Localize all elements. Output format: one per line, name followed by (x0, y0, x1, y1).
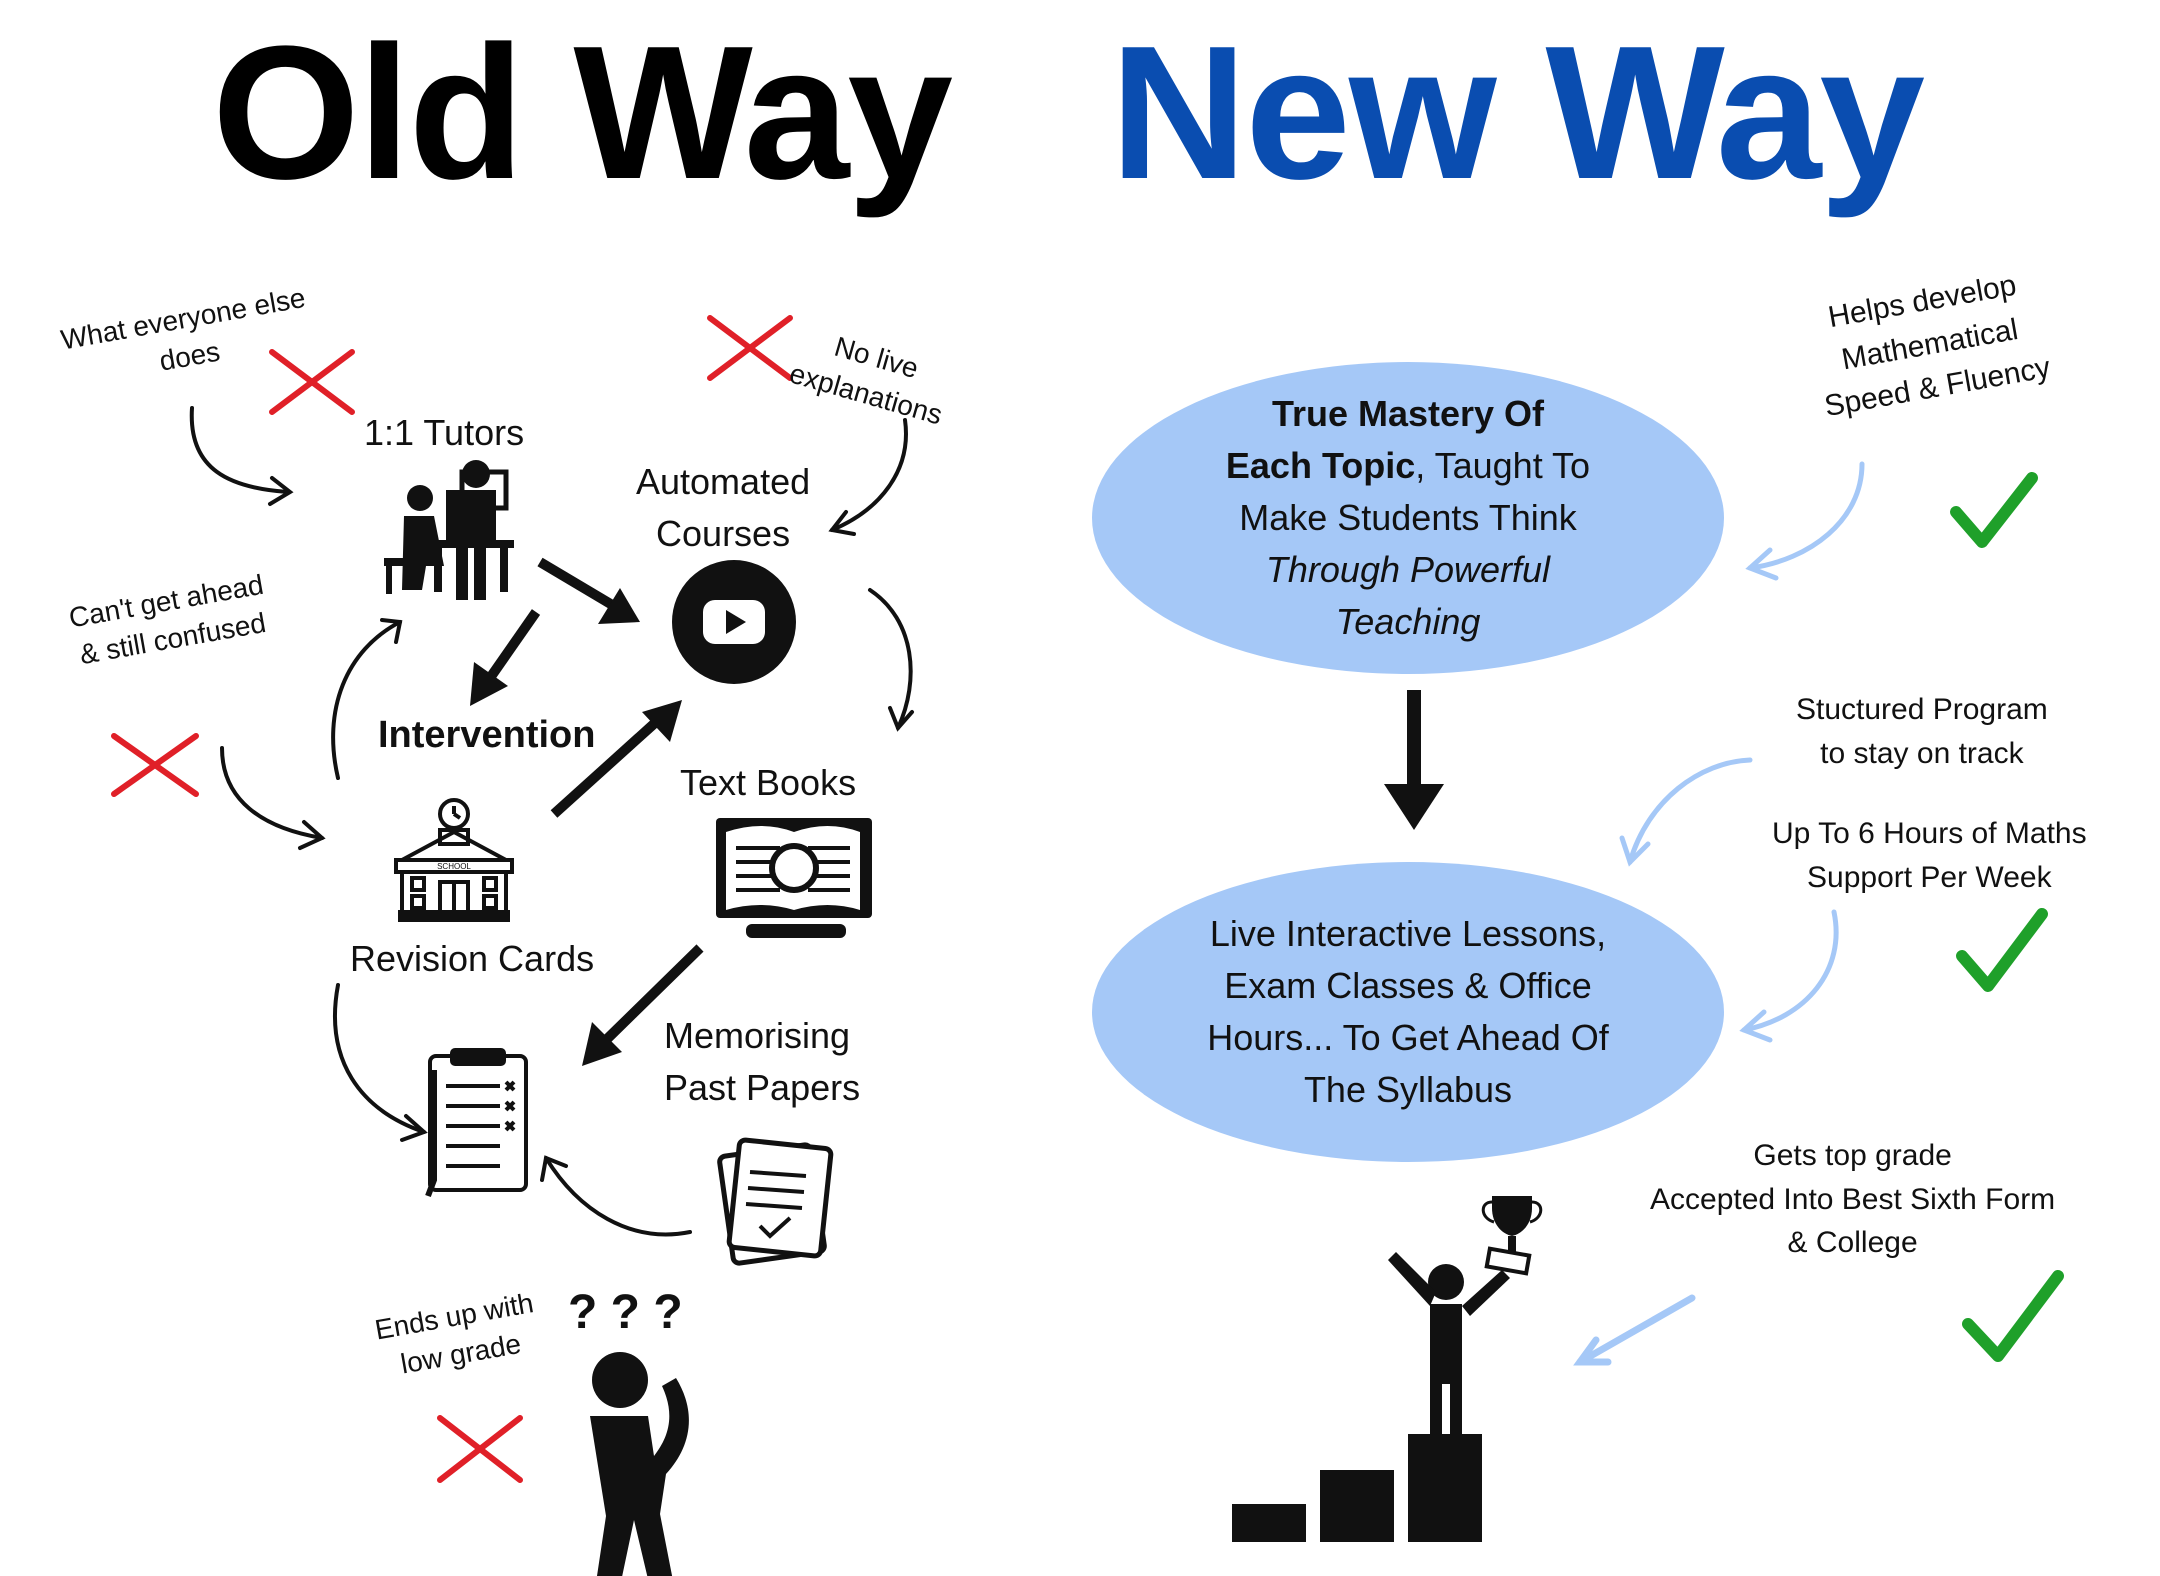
curved-arrow (331, 618, 403, 780)
ellipse-line: The Syllabus (1303, 1069, 1513, 1111)
mastery-ellipse: True Mastery Of Each Topic, Taught To Ma… (1092, 362, 1724, 674)
label-intervention: Intervention (378, 714, 596, 756)
ellipse-line: Through Powerful (1265, 549, 1551, 591)
winner-podium-icon (1232, 1252, 1510, 1542)
svg-text:? ? ?: ? ? ? (568, 1286, 683, 1339)
note-line: Stuctured Program (1796, 693, 2048, 726)
light-blue-arrow (1619, 757, 1753, 867)
curved-arrow (189, 406, 294, 506)
label-line: Courses (656, 513, 791, 555)
ellipse-line: Hours... To Get Ahead Of (1207, 1017, 1609, 1058)
label-line: Memorising (664, 1015, 851, 1056)
tutoring-icon (384, 460, 514, 600)
down-arrow (1384, 690, 1444, 830)
label-revision-cards: Revision Cards (350, 938, 595, 979)
light-blue-arrow (1745, 461, 1865, 581)
curved-arrow (333, 983, 428, 1142)
ellipse-line: Teaching (1335, 601, 1481, 643)
straight-arrow (550, 700, 682, 818)
curved-arrow (220, 746, 326, 850)
ellipse-line: Live Interactive Lessons, (1209, 912, 1607, 954)
live-lessons-ellipse: Live Interactive Lessons, Exam Classes &… (1092, 862, 1724, 1162)
note-line: & College (1787, 1226, 1918, 1259)
open-book-icon (716, 818, 872, 938)
check-icon (1950, 472, 2038, 548)
straight-arrow (470, 609, 541, 706)
cross-icon (707, 315, 793, 381)
cross-icon (437, 1415, 523, 1483)
label-text-books: Text Books (680, 762, 857, 803)
old-way-title: Old Way (212, 7, 953, 219)
cross-icon (269, 349, 355, 415)
ellipse-line: Make Students Think (1239, 496, 1577, 538)
curved-arrow (828, 418, 908, 536)
ellipse-line: Exam Classes & Office (1224, 964, 1592, 1006)
checklist-clipboard-icon (425, 1048, 528, 1198)
label-memorising-past-papers: Memorising Past Papers (664, 1010, 860, 1114)
ellipse-line: Each Topic, Taught To (1225, 444, 1591, 486)
curved-arrow (868, 588, 914, 732)
light-blue-arrow (1739, 909, 1839, 1043)
label-tutors: 1:1 Tutors (364, 412, 525, 453)
svg-text:SCHOOL: SCHOOL (437, 862, 471, 871)
note-line: Support Per Week (1807, 860, 2052, 894)
cross-icon (111, 733, 199, 797)
note-structured-program: Stuctured Program to stay on track (1796, 688, 2048, 775)
note-line: Gets top grade (1753, 1139, 1952, 1172)
check-icon (1956, 908, 2048, 992)
video-play-icon (672, 560, 796, 684)
straight-arrow (582, 944, 704, 1066)
note-line: Accepted Into Best Sixth Form (1650, 1182, 2056, 1216)
confused-person-icon: ? ? ? (568, 1286, 689, 1576)
label-line: Past Papers (664, 1067, 861, 1109)
check-icon (1962, 1270, 2064, 1362)
label-line: Automated (636, 461, 811, 502)
note-line: Up To 6 Hours of Maths (1772, 817, 2087, 850)
past-papers-icon (717, 1137, 834, 1266)
light-blue-arrow (1573, 1294, 1696, 1366)
new-way-title: New Way (1110, 7, 1925, 219)
note-top-grade: Gets top grade Accepted Into Best Sixth … (1650, 1134, 2055, 1265)
straight-arrow (537, 557, 640, 624)
ellipse-line: True Mastery Of (1271, 392, 1545, 434)
school-building-icon: SCHOOL (394, 798, 514, 922)
note-line: to stay on track (1820, 736, 2024, 770)
note-six-hours: Up To 6 Hours of Maths Support Per Week (1772, 812, 2087, 899)
curved-arrow (540, 1155, 692, 1237)
trophy-icon (1481, 1196, 1543, 1276)
label-automated-courses: Automated Courses (636, 456, 810, 560)
